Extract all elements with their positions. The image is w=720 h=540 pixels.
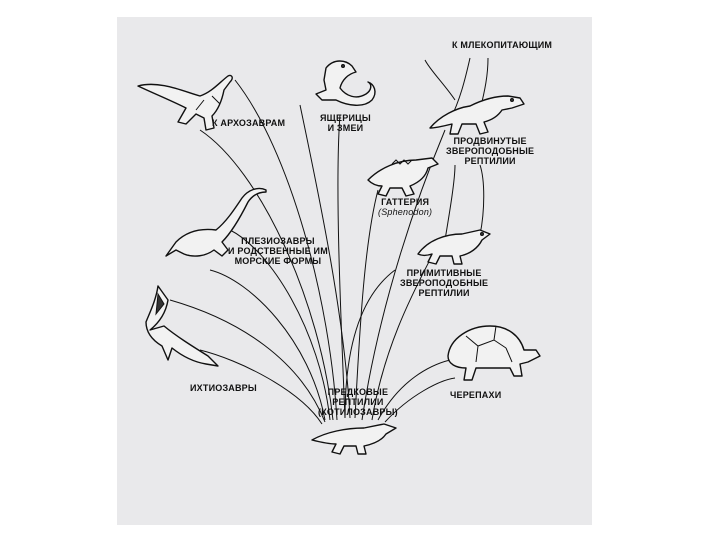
label-to-archosaurs: К АРХОЗАВРАМ	[212, 118, 286, 128]
line-primitive-3	[479, 164, 485, 236]
line-to-turtles	[377, 359, 451, 421]
label-to-mammals: К МЛЕКОПИТАЮЩИМ	[452, 40, 553, 50]
label-ancestral-reptiles: ПРЕДКОВЫЕ РЕПТИЛИИ (КОТИЛОЗАВРЫ)	[318, 387, 398, 417]
line-to-ichthyo-2	[199, 349, 323, 425]
ichthyosaur-figure	[145, 285, 219, 367]
line-to-advanced	[361, 129, 446, 421]
line-to-plesio-2	[209, 269, 326, 421]
label-tuatara: ГАТТЕРИЯ (Sphenodon)	[378, 197, 433, 217]
line-to-archosaurs-2	[199, 129, 334, 421]
lizard-figure	[315, 60, 376, 106]
label-turtles: ЧЕРЕПАХИ	[450, 390, 502, 400]
line-to-tuatara	[354, 189, 379, 419]
evolution-lines	[169, 57, 489, 425]
line-mammals-3	[424, 59, 456, 101]
label-ichthyosaurs: ИХТИОЗАВРЫ	[190, 383, 257, 393]
archosaur-figure	[137, 74, 233, 131]
label-primitive-synapsids: ПРИМИТИВНЫЕ ЗВЕРОПОДОБНЫЕ РЕПТИЛИИ	[400, 268, 489, 298]
label-plesiosaurs: ПЛЕЗИОЗАВРЫ И РОДСТВЕННЫЕ ИМ МОРСКИЕ ФОР…	[228, 236, 328, 266]
line-to-archosaurs	[234, 79, 338, 421]
label-lizards-snakes: ЯЩЕРИЦЫ И ЗМЕИ	[320, 113, 371, 133]
plesiosaur-figure	[165, 187, 267, 257]
line-to-turtles-2	[384, 377, 456, 423]
line-to-plesio	[229, 229, 331, 421]
line-primitive-2	[444, 164, 456, 241]
primitive-synapsid-figure	[417, 229, 491, 265]
tuatara-figure	[367, 157, 439, 197]
label-advanced-synapsids: ПРОДВИНУТЫЕ ЗВЕРОПОДОБНЫЕ РЕПТИЛИИ	[446, 136, 535, 166]
line-extra-1	[344, 269, 396, 419]
line-to-ichthyo	[169, 299, 326, 423]
turtle-figure	[447, 325, 541, 381]
advanced-synapsid-figure	[429, 95, 525, 135]
cotylosaur-figure	[311, 423, 397, 455]
line-to-lizards	[337, 114, 346, 419]
